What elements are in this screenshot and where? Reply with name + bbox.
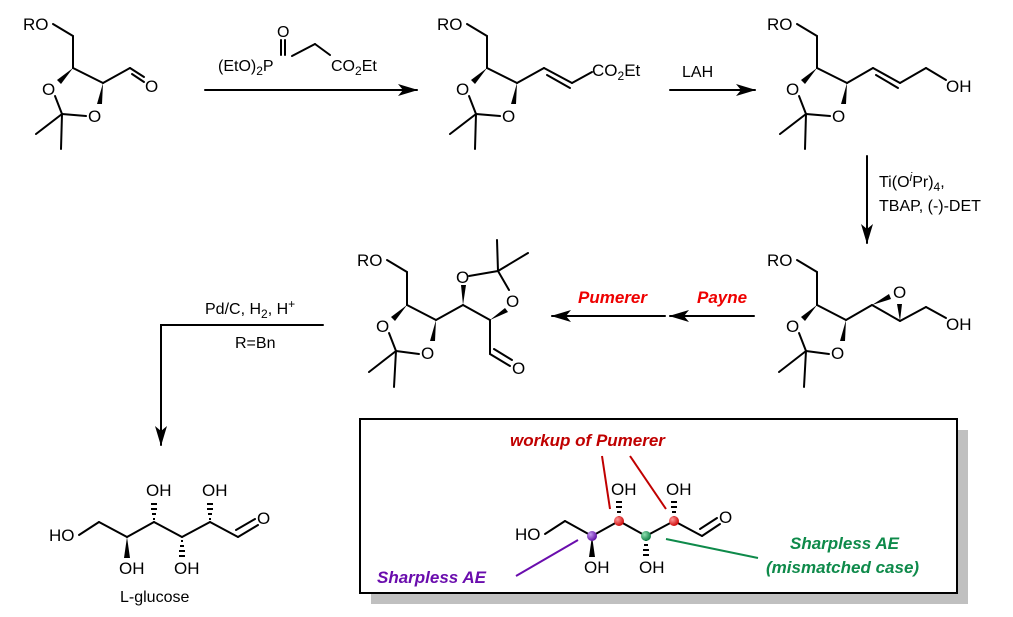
pumerer-label: Pumerer (578, 288, 648, 307)
aldehyde-o-label: O (145, 77, 158, 96)
ring2-o2-label: O (506, 292, 519, 311)
compound-l-glucose: HO O OH OH OH OH L-glucose (49, 481, 270, 606)
product-name: L-glucose (120, 589, 189, 606)
reaction-arrow-hwe: (EtO)2P O CO2Et (204, 24, 418, 96)
ro-label: RO (357, 251, 383, 270)
hwe-reagent-left: (EtO)2P (218, 58, 274, 78)
oh-label: OH (946, 77, 972, 96)
epoxide-o-label: O (893, 283, 906, 302)
r-equals-bn: R=Bn (235, 335, 275, 352)
ring-o1-label: O (786, 80, 799, 99)
oh-c5-label: OH (584, 558, 610, 577)
aldehyde-o-label: O (257, 509, 270, 528)
ho-label: HO (49, 526, 75, 545)
ring-o1-label: O (376, 317, 389, 336)
workup-label: workup of Pumerer (510, 431, 666, 450)
oh-c3-label: OH (639, 558, 665, 577)
ro-label: RO (23, 15, 49, 34)
reaction-arrow-sharpless: Ti(OiPr)4, TBAP, (-)-DET (861, 155, 981, 244)
hash-wedge-c2 (207, 503, 213, 520)
ring-o2-label: O (421, 344, 434, 363)
compound-allylic-alcohol: RO OH O O (767, 15, 972, 150)
oh-c4-label: OH (146, 481, 172, 500)
sae-reagent-line2: TBAP, (-)-DET (879, 198, 981, 215)
ro-label: RO (767, 15, 793, 34)
aldehyde-o-label: O (719, 508, 732, 527)
stereocenter-marker-red (669, 516, 679, 526)
hwe-reagent-right: CO2Et (331, 58, 377, 78)
inset-frame (359, 418, 958, 594)
hash-wedge-c4 (151, 503, 157, 520)
lah-label: LAH (682, 64, 713, 81)
oh-c5-label: OH (119, 559, 145, 578)
ro-label: RO (767, 251, 793, 270)
ro-label: RO (437, 15, 463, 34)
ring-o1-label: O (42, 80, 55, 99)
ring-o2-label: O (832, 107, 845, 126)
ring-o1-label: O (456, 80, 469, 99)
oh-c4-label: OH (611, 480, 637, 499)
ring2-o1-label: O (456, 268, 469, 287)
sharpless-ae-label: Sharpless AE (377, 568, 487, 587)
ester-label: CO2Et (592, 61, 641, 83)
hwe-phosphoryl-o: O (277, 24, 289, 41)
sae-reagent-line1: Ti(OiPr)4, (879, 170, 945, 194)
aldehyde-o-label: O (512, 359, 525, 378)
compound-aldehyde-start: RO O O O (23, 15, 158, 150)
oh-c2-label: OH (202, 481, 228, 500)
stereocenter-marker-red (614, 516, 624, 526)
ring-o2-label: O (831, 344, 844, 363)
compound-enoate: RO CO2Et O O (437, 15, 641, 150)
oh-c3-label: OH (174, 559, 200, 578)
reaction-arrow-lah: LAH (669, 64, 756, 96)
oh-c2-label: OH (666, 480, 692, 499)
compound-epoxy-alcohol: RO O OH O O (767, 251, 972, 388)
hash-wedge-c3 (179, 540, 185, 557)
reaction-arrow-hydrogenolysis: Pd/C, H2, H+ R=Bn (155, 297, 324, 446)
stereocenter-marker-purple (587, 531, 597, 541)
sharpless-mismatched-line1: Sharpless AE (790, 534, 900, 553)
ring-o1-label: O (786, 317, 799, 336)
oh-label: OH (946, 315, 972, 334)
reaction-arrow-pumerer: Pumerer (551, 288, 666, 322)
ring-o2-label: O (502, 107, 515, 126)
stereochemistry-inset: workup of Pumerer HO O OH OH OH OH Sh (359, 418, 968, 604)
hydrogenolysis-reagents: Pd/C, H2, H+ (205, 297, 295, 321)
payne-label: Payne (697, 288, 747, 307)
stereocenter-marker-green (641, 531, 651, 541)
ho-label: HO (515, 525, 541, 544)
reaction-arrow-payne: Payne (669, 288, 755, 322)
sharpless-mismatched-line2: (mismatched case) (766, 558, 919, 577)
ring-o2-label: O (88, 107, 101, 126)
compound-bis-acetonide-aldehyde: RO O O O O O (357, 239, 529, 388)
